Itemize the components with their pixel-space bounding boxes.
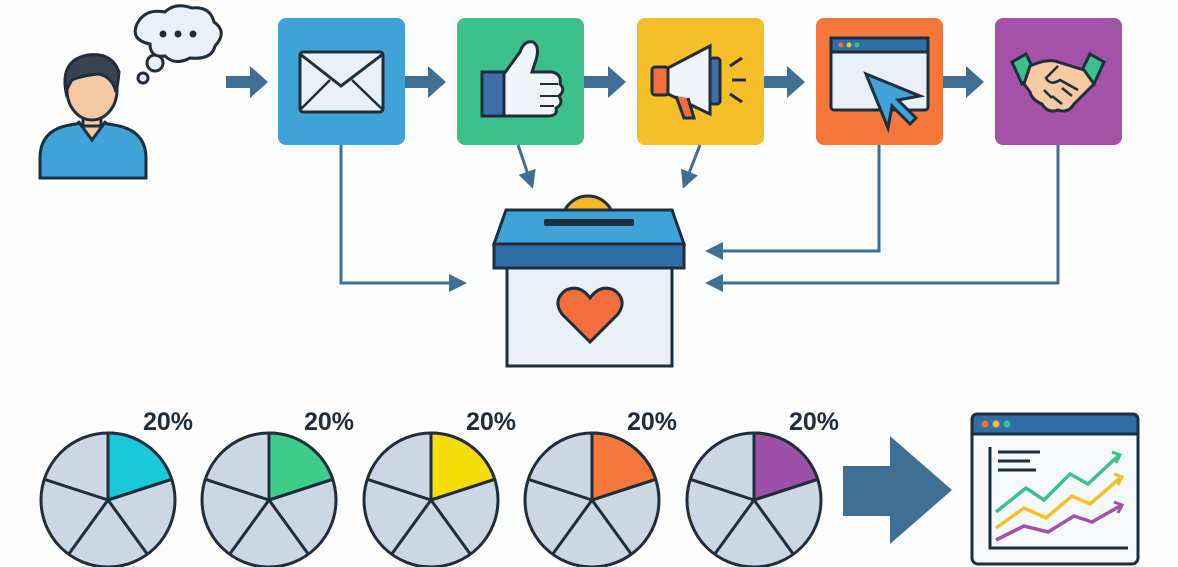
thumbs-up-icon [480, 40, 565, 118]
partnership-to-box-arrow [705, 145, 1060, 292]
pie-divider [752, 499, 795, 556]
pie-percent-label: 20% [466, 408, 516, 436]
pie-divider [67, 499, 110, 556]
browser-cursor-icon [829, 36, 930, 134]
pie-divider [107, 477, 173, 502]
pie-divider [590, 499, 633, 556]
pie-divider [106, 499, 149, 556]
pie-divider [591, 477, 657, 502]
envelope-icon [298, 50, 385, 114]
pie-percent-label: 20% [304, 408, 354, 436]
pie-divider [551, 499, 594, 556]
flow-arrows [226, 66, 984, 98]
website-to-box-arrow [705, 145, 881, 260]
flow-arrow-4 [763, 66, 805, 98]
handshake-icon [1010, 51, 1106, 113]
touchpoint-social [457, 18, 584, 145]
touchpoint-website [816, 18, 943, 145]
pie-divider [228, 499, 271, 556]
pie-divider [430, 477, 496, 502]
email-to-box-arrow [339, 145, 467, 292]
attribution-pie-1: 20% [39, 408, 193, 567]
pie-divider [527, 477, 593, 502]
touchpoint-advertising [637, 18, 764, 145]
pie-percent-label: 20% [789, 408, 839, 436]
pie-divider [390, 499, 433, 556]
pie-divider [366, 477, 432, 502]
pie-divider [753, 477, 819, 502]
attribution-arrows [339, 144, 1060, 292]
flow-arrow-1 [226, 66, 268, 98]
pie-divider [689, 477, 755, 502]
pie-divider [267, 499, 310, 556]
pie-percent-label: 20% [627, 408, 677, 436]
attribution-pie-4: 20% [523, 408, 677, 567]
attribution-pie-3: 20% [362, 408, 516, 567]
touchpoint-email [278, 18, 405, 145]
pie-percent-label: 20% [143, 408, 193, 436]
thought-bubble-icon [133, 4, 223, 85]
advertising-to-box-arrow [681, 144, 702, 189]
pie-divider [429, 499, 472, 556]
touchpoint-partnership [995, 18, 1122, 145]
flow-arrow-5 [942, 66, 984, 98]
result-arrow [843, 436, 952, 544]
flow-arrow-3 [584, 66, 626, 98]
flow-arrow-2 [405, 66, 446, 98]
growth-chart-window-icon [970, 412, 1140, 566]
person-icon [38, 53, 148, 180]
megaphone-icon [650, 43, 746, 120]
social-to-box-arrow [516, 144, 536, 189]
attribution-pies: 20% 20% 20% 20% 20% [39, 408, 839, 567]
pie-divider [713, 499, 756, 556]
heart-icon [556, 286, 624, 345]
pie-divider [268, 477, 334, 502]
attribution-pie-2: 20% [200, 408, 354, 567]
pie-divider [43, 477, 109, 502]
donation-box-icon [491, 194, 687, 368]
attribution-pie-5: 20% [685, 408, 839, 567]
pie-divider [204, 477, 270, 502]
